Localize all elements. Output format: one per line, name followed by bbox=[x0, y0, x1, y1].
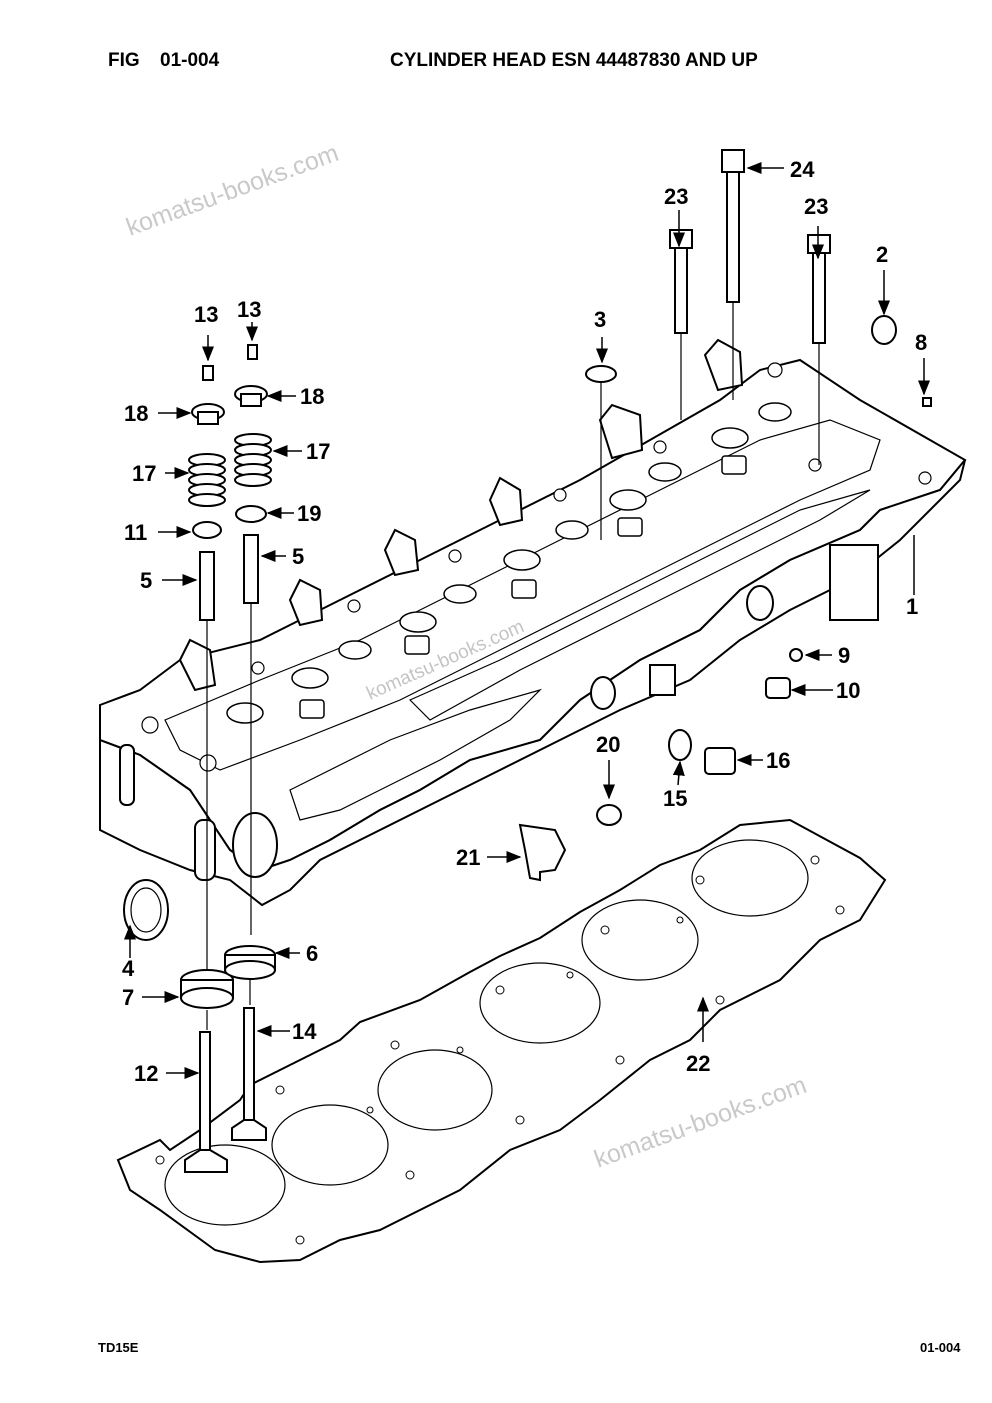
callout-1: 1 bbox=[906, 594, 918, 619]
callout-2: 2 bbox=[876, 242, 888, 267]
callout-23-right: 23 bbox=[804, 194, 828, 219]
footer-model: TD15E bbox=[98, 1340, 139, 1355]
callout-14: 14 bbox=[292, 1019, 317, 1044]
callout-13-left: 13 bbox=[194, 302, 218, 327]
callout-11: 11 bbox=[124, 520, 147, 545]
figure-label: FIG bbox=[108, 50, 140, 71]
callout-21: 21 bbox=[456, 845, 480, 870]
callout-3: 3 bbox=[594, 307, 606, 332]
leader-lines bbox=[124, 162, 930, 1079]
watermark-bottom: komatsu-books.com bbox=[590, 1071, 810, 1174]
figure-title: CYLINDER HEAD ESN 44487830 AND UP bbox=[390, 50, 758, 71]
callout-18-right: 18 bbox=[300, 384, 324, 409]
callout-8: 8 bbox=[915, 330, 927, 355]
callout-13-right: 13 bbox=[237, 297, 261, 322]
callout-19: 19 bbox=[297, 501, 321, 526]
callout-15: 15 bbox=[663, 786, 687, 811]
callout-4: 4 bbox=[122, 956, 135, 981]
callout-22: 22 bbox=[686, 1051, 710, 1076]
footer-page-number: 01-004 bbox=[920, 1340, 961, 1355]
callout-10: 10 bbox=[836, 678, 860, 703]
callout-7: 7 bbox=[122, 985, 134, 1010]
callout-23-left: 23 bbox=[664, 184, 688, 209]
callout-17-right: 17 bbox=[306, 439, 330, 464]
callout-18-left: 18 bbox=[124, 401, 148, 426]
callout-labels: 1 2 3 4 5 5 6 7 8 9 10 11 12 13 13 14 15… bbox=[122, 157, 927, 1086]
small-parts bbox=[123, 315, 932, 941]
valve-train-right bbox=[224, 344, 276, 1141]
callout-12: 12 bbox=[134, 1061, 158, 1086]
callout-24: 24 bbox=[790, 157, 815, 182]
callout-20: 20 bbox=[596, 732, 620, 757]
callout-5-left: 5 bbox=[140, 568, 152, 593]
cylinder-head bbox=[99, 338, 967, 907]
valve-train-left bbox=[180, 365, 234, 1173]
callout-17-left: 17 bbox=[132, 461, 156, 486]
figure-number: 01-004 bbox=[160, 50, 220, 71]
callout-5-right: 5 bbox=[292, 544, 304, 569]
callout-6: 6 bbox=[306, 941, 318, 966]
callout-16: 16 bbox=[766, 748, 790, 773]
head-gasket bbox=[116, 818, 887, 1264]
callout-9: 9 bbox=[838, 643, 850, 668]
watermark-top: komatsu-books.com bbox=[122, 139, 342, 242]
